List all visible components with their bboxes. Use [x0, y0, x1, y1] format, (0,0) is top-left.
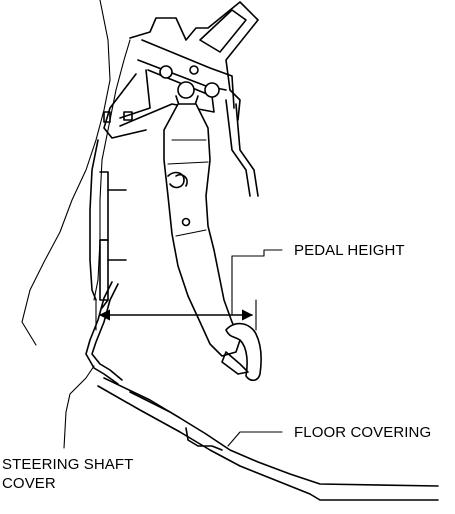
steering-shaft-cover-label-line1: STEERING SHAFT: [2, 456, 134, 473]
steering-shaft-cover: [63, 281, 123, 449]
bolt-icon: [159, 65, 220, 99]
pedal-pad: [221, 322, 262, 382]
column-support: [89, 139, 127, 309]
floor-covering: [97, 377, 439, 501]
brake-pedal-arm: [163, 103, 241, 357]
steering-shaft-cover-label-line2: COVER: [2, 475, 56, 492]
dash-panel-outline: [21, 0, 131, 346]
pedal-bracket: [103, 1, 259, 197]
steering-shaft-cover-label: STEERING SHAFT COVER: [2, 455, 133, 493]
pedal-height-label: PEDAL HEIGHT: [294, 242, 405, 259]
floor-covering-label: FLOOR COVERING: [294, 424, 432, 441]
